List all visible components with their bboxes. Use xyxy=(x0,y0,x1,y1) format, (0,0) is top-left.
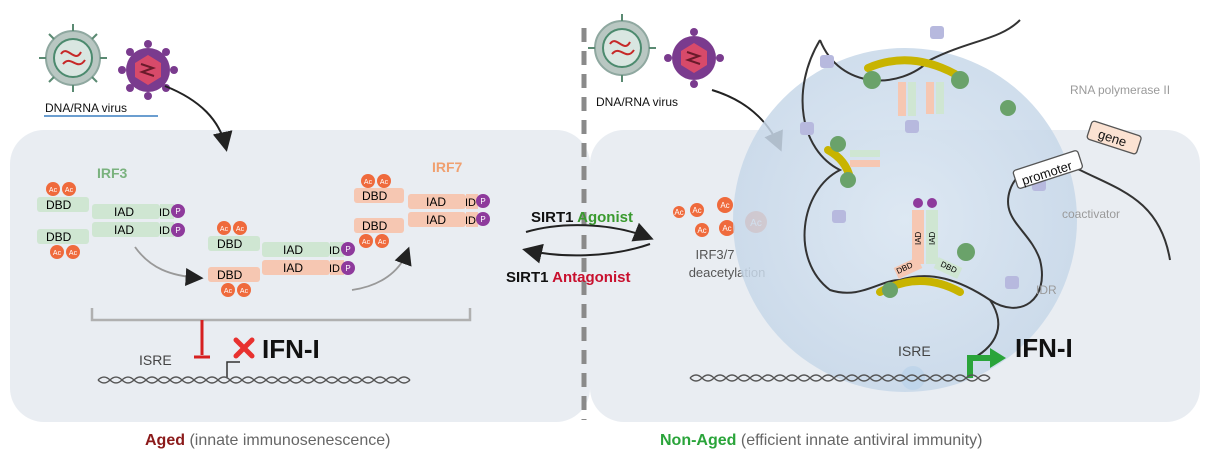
antagonist-arrow xyxy=(522,243,651,264)
svg-text:Ac: Ac xyxy=(674,208,683,217)
svg-text:Ac: Ac xyxy=(236,226,245,233)
dna-virus-icon-right xyxy=(588,14,656,82)
svg-text:IAD: IAD xyxy=(928,231,937,245)
svg-text:Ac: Ac xyxy=(378,239,387,246)
svg-text:ID: ID xyxy=(465,197,476,209)
svg-text:Ac: Ac xyxy=(220,226,229,233)
irf3-dimer: Ac Ac DBD IAD ID P DBD IAD ID P Ac Ac xyxy=(37,182,185,259)
svg-text:DBD: DBD xyxy=(362,189,388,203)
svg-text:Ac: Ac xyxy=(53,250,62,257)
agonist-arrow xyxy=(525,222,654,242)
dna-virus-icon xyxy=(39,24,107,92)
flow-arrow-1 xyxy=(134,246,204,287)
svg-text:Ac: Ac xyxy=(720,201,729,210)
irf3-label: IRF3 xyxy=(97,165,128,181)
svg-text:Ac: Ac xyxy=(692,206,701,215)
svg-text:IAD: IAD xyxy=(283,243,303,257)
sirt1-antagonist-label: SIRT1 Antagonist xyxy=(506,269,630,286)
svg-text:IAD: IAD xyxy=(914,231,923,245)
svg-text:Ac: Ac xyxy=(364,179,373,186)
dna-strand-right xyxy=(689,374,991,382)
promoter-arrow-left xyxy=(226,361,240,378)
svg-text:IAD: IAD xyxy=(114,223,134,237)
dna-strand-left xyxy=(97,376,411,384)
gene-box xyxy=(1086,120,1142,155)
svg-text:IAD: IAD xyxy=(283,261,303,275)
svg-text:Ac: Ac xyxy=(380,179,389,186)
svg-text:DBD: DBD xyxy=(362,219,388,233)
nuclear-condensate: IAD IAD DBD DBD xyxy=(733,19,1171,392)
svg-text:Ac: Ac xyxy=(362,239,371,246)
svg-text:ID: ID xyxy=(159,225,170,237)
virus-label-left: DNA/RNA virus xyxy=(45,101,127,115)
svg-text:IAD: IAD xyxy=(114,205,134,219)
isre-label-right: ISRE xyxy=(898,343,931,359)
ifn-label-left: IFN-I xyxy=(262,334,320,364)
svg-text:DBD: DBD xyxy=(217,268,243,282)
ifn-label-right: IFN-I xyxy=(1015,333,1073,363)
svg-text:DBD: DBD xyxy=(46,230,72,244)
svg-text:Ac: Ac xyxy=(240,288,249,295)
svg-text:ID: ID xyxy=(465,215,476,227)
svg-text:Ac: Ac xyxy=(49,187,58,194)
svg-text:P: P xyxy=(175,207,180,216)
caption-right: Non-Aged (efficient innate antiviral imm… xyxy=(660,432,982,449)
complex-bracket xyxy=(90,308,472,322)
svg-text:Ac: Ac xyxy=(65,187,74,194)
svg-text:DBD: DBD xyxy=(217,237,243,251)
svg-text:Ac: Ac xyxy=(722,224,731,233)
isre-label-left: ISRE xyxy=(139,352,172,368)
promoter-arrow-right xyxy=(967,355,992,378)
virus-label-right: DNA/RNA virus xyxy=(596,95,678,109)
svg-text:P: P xyxy=(345,264,350,273)
irf7-label: IRF7 xyxy=(432,159,463,175)
idr-label: IDR xyxy=(1036,283,1057,297)
flow-arrow-2 xyxy=(351,246,412,291)
svg-text:DBD: DBD xyxy=(46,198,72,212)
virus-arrow-left xyxy=(164,85,233,152)
svg-text:P: P xyxy=(175,226,180,235)
svg-text:Ac: Ac xyxy=(69,250,78,257)
svg-text:P: P xyxy=(480,215,485,224)
green-arrow-head xyxy=(990,348,1006,368)
sirt1-agonist-label: SIRT1 Agonist xyxy=(531,209,633,226)
svg-text:P: P xyxy=(345,245,350,254)
svg-text:Ac: Ac xyxy=(224,288,233,295)
rna-virus-icon-right xyxy=(664,28,724,88)
svg-text:Ac: Ac xyxy=(697,226,706,235)
irf7-dimer: Ac Ac DBD IAD ID P DBD IAD ID P Ac Ac xyxy=(354,174,490,248)
svg-text:IAD: IAD xyxy=(426,213,446,227)
svg-text:IAD: IAD xyxy=(426,195,446,209)
coactivator-label: coactivator xyxy=(1062,207,1120,221)
promoter-box xyxy=(1012,150,1083,189)
deacetylation-line1: IRF3/7 xyxy=(695,247,734,262)
irf3-irf7-heterodimer: Ac Ac DBD IAD ID P DBD IAD ID P Ac Ac xyxy=(208,221,355,297)
svg-text:ID: ID xyxy=(329,263,340,275)
svg-text:P: P xyxy=(480,197,485,206)
rna-virus-icon xyxy=(118,40,178,100)
caption-left: Aged (innate immunosenescence) xyxy=(145,432,390,449)
isre-highlight xyxy=(901,366,925,390)
block-x-icon xyxy=(233,337,255,359)
svg-text:ID: ID xyxy=(329,245,340,257)
svg-text:ID: ID xyxy=(159,207,170,219)
rna-polymerase-label: RNA polymerase II xyxy=(1070,83,1170,97)
